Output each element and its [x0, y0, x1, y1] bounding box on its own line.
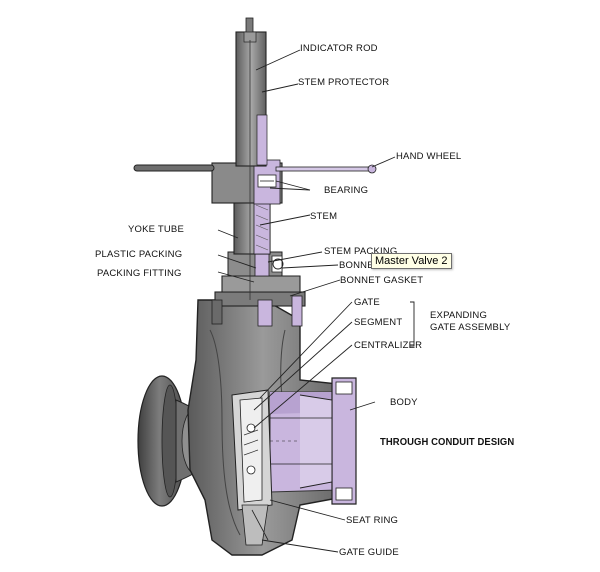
label-plastic-packing: PLASTIC PACKING: [95, 249, 183, 260]
label-seat-ring: SEAT RING: [346, 515, 399, 526]
label-gate-assembly: GATE ASSEMBLY: [430, 322, 511, 333]
label-stem: STEM: [310, 211, 338, 222]
bearing-housing: [211, 159, 283, 205]
label-stem-packing: STEM PACKING: [324, 246, 398, 257]
diagram-caption: THROUGH CONDUIT DESIGN: [380, 436, 515, 448]
label-body: BODY: [390, 397, 418, 408]
stem-column: [235, 17, 268, 300]
hand-wheel: [133, 164, 377, 174]
yoke-tube: [233, 199, 271, 255]
label-bonnet-gasket: BONNET GASKET: [340, 275, 424, 286]
label-centralizer: CENTRALIZER: [354, 340, 423, 351]
label-hand-wheel: HAND WHEEL: [396, 151, 462, 162]
right-flange: [270, 377, 357, 505]
label-yoke-tube: YOKE TUBE: [128, 224, 185, 235]
label-segment: SEGMENT: [354, 317, 403, 328]
label-bearing: BEARING: [324, 185, 369, 196]
label-bonnet: BONNET: [339, 260, 380, 271]
label-expanding: EXPANDING: [430, 310, 488, 321]
gate-assembly: [231, 389, 273, 546]
bonnet: [211, 275, 306, 327]
tooltip: Master Valve 2: [371, 253, 452, 269]
label-indicator-rod: INDICATOR ROD: [300, 43, 378, 54]
label-gate: GATE: [354, 297, 380, 308]
label-gate-guide: GATE GUIDE: [339, 547, 399, 558]
packing-area: [227, 251, 284, 277]
label-packing-fitting: PACKING FITTING: [97, 268, 182, 279]
leader-lines: [217, 49, 415, 553]
label-stem-protector: STEM PROTECTOR: [298, 77, 390, 88]
